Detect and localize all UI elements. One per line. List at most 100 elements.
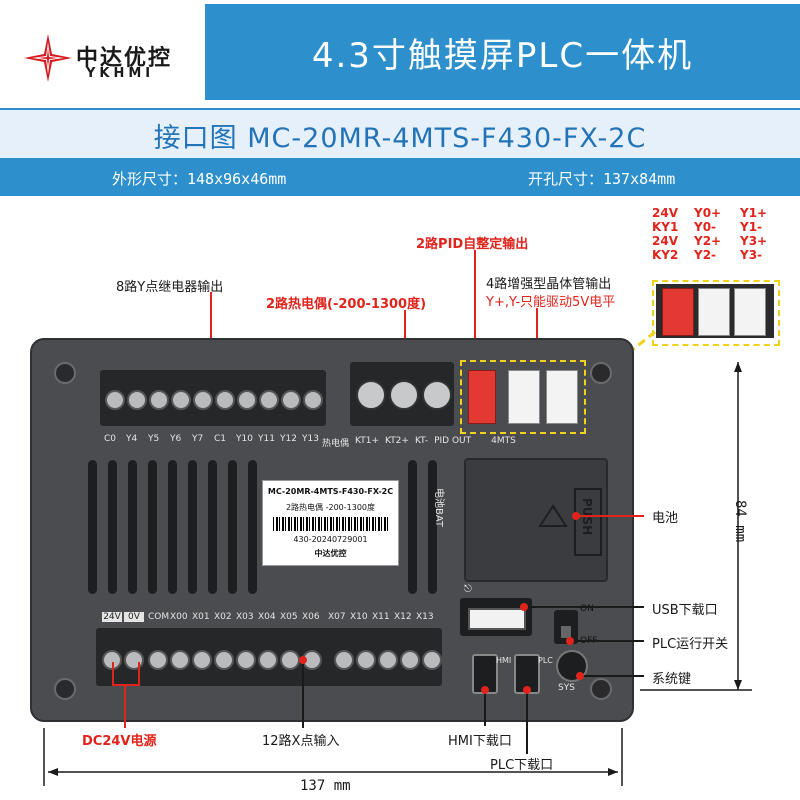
callout-power-bracket — [112, 662, 140, 686]
terminal-screw[interactable] — [259, 390, 279, 410]
terminal-label: X00 — [170, 612, 188, 622]
terminal-label: C0 — [104, 434, 117, 444]
terminal-label: X06 — [302, 612, 320, 622]
callout-battery-line — [576, 515, 644, 517]
terminal-screw[interactable] — [149, 390, 169, 410]
terminal-screw[interactable] — [236, 650, 256, 670]
terminal-label: X02 — [214, 612, 232, 622]
callout-hmi-line — [484, 690, 486, 726]
terminal-label: Y12 — [280, 434, 297, 444]
callout-dc-power: DC24V电源 — [82, 734, 157, 749]
terminal-screw[interactable] — [258, 650, 278, 670]
terminal-screw[interactable] — [237, 390, 257, 410]
hmi-port-label: HMI — [496, 656, 512, 665]
callout-battery: 电池 — [652, 511, 679, 526]
terminal-screw[interactable] — [378, 650, 398, 670]
mid-label: KT1+ — [355, 436, 379, 446]
product-label-brand: 中达优控 — [314, 549, 347, 558]
usb-port[interactable] — [468, 608, 526, 630]
screw-icon — [590, 678, 612, 700]
terminal-screw[interactable] — [171, 390, 191, 410]
terminal-label: X12 — [394, 612, 412, 622]
usb-symbol-icon: ⎋ — [464, 584, 472, 595]
terminal-label: 24V — [102, 612, 122, 622]
header: 中达优控 YKHMI 4.3寸触摸屏PLC一体机 — [0, 0, 800, 110]
mid-label: 4MTS — [491, 436, 516, 446]
vent-slot — [108, 460, 117, 594]
callout-power-line — [124, 684, 126, 728]
callout-syskey-line — [580, 675, 644, 677]
pid-transistor-highlight — [460, 360, 586, 434]
pin-legend-row: KY1 Y0- Y1- — [652, 220, 800, 234]
terminal-screw[interactable] — [214, 650, 234, 670]
terminal-screw[interactable] — [170, 650, 190, 670]
terminal-label: X01 — [192, 612, 210, 622]
callout-plc-port: PLC下载口 — [490, 758, 554, 773]
callout-plc-switch: PLC运行开关 — [652, 637, 729, 652]
terminal-screw[interactable] — [422, 650, 442, 670]
terminal-screw[interactable] — [193, 390, 213, 410]
callout-plc-dot — [523, 686, 531, 694]
product-label: MC-20MR-4MTS-F430-FX-2C 2路热电偶 -200-1300度… — [262, 480, 399, 566]
pin-label: 24V — [652, 206, 678, 220]
terminal-screw[interactable] — [400, 650, 420, 670]
vent-slot — [148, 460, 157, 594]
terminal-screw[interactable] — [356, 650, 376, 670]
callout-battery-dot — [572, 512, 580, 520]
model-line: 接口图 MC-20MR-4MTS-F430-FX-2C — [0, 108, 800, 160]
terminal-screw[interactable] — [192, 650, 212, 670]
terminal-screw[interactable] — [281, 390, 301, 410]
thermocouple-screw[interactable] — [422, 380, 452, 410]
zoom-red-connector — [662, 288, 694, 336]
terminal-screw[interactable] — [215, 390, 235, 410]
push-arrow-icon — [538, 504, 568, 527]
thermocouple-screw[interactable] — [389, 380, 419, 410]
terminal-label: Y6 — [170, 434, 182, 444]
transistor-connector[interactable] — [546, 370, 578, 424]
callout-x-input: 12路X点输入 — [262, 734, 340, 749]
callout-syskey-dot — [576, 672, 584, 680]
thermocouple-screw[interactable] — [356, 380, 386, 410]
product-label-spec: 2路热电偶 -200-1300度 — [285, 503, 376, 512]
pin-label: Y3- — [740, 248, 763, 262]
brand-logo: 中达优控 YKHMI — [0, 4, 200, 100]
zoom-white-connector — [734, 288, 766, 336]
pin-label: Y0+ — [694, 206, 722, 220]
terminal-label: X03 — [236, 612, 254, 622]
terminal-screw[interactable] — [148, 650, 168, 670]
vent-slot — [208, 460, 217, 594]
product-label-serial: 430-20240729001 — [293, 535, 368, 544]
pin-legend-row: 24V Y2+ Y3+ — [652, 234, 800, 248]
terminal-label: X05 — [280, 612, 298, 622]
switch-on-label: ON — [580, 604, 594, 614]
mid-label: KT- — [414, 436, 429, 446]
brand-name-cn: 中达优控 — [76, 46, 173, 71]
vent-slot — [88, 460, 97, 594]
relay-terminal-labels: C0 Y4 Y5 Y6 Y7 C1 Y10 Y11 Y12 Y13 — [104, 434, 330, 444]
transistor-connector[interactable] — [508, 370, 540, 424]
pid-output-connector[interactable] — [468, 370, 496, 424]
pin-label: KY2 — [652, 248, 679, 262]
callout-plc-line — [526, 690, 528, 754]
brand-star-icon — [24, 34, 72, 82]
mid-label: KT2+ — [384, 436, 409, 446]
relay-terminal-block — [100, 370, 326, 426]
terminal-screw[interactable] — [105, 390, 125, 410]
terminal-screw[interactable] — [303, 390, 323, 410]
pin-label: Y3+ — [740, 234, 768, 248]
screw-icon — [590, 362, 612, 384]
plc-device: C0 Y4 Y5 Y6 Y7 C1 Y10 Y11 Y12 Y13 热电偶 KT… — [30, 338, 634, 722]
switch-lever — [561, 626, 571, 638]
terminal-screw[interactable] — [127, 390, 147, 410]
pin-label: 24V — [652, 234, 678, 248]
ventilation-grille — [88, 452, 448, 602]
width-dimension: 137 mm — [296, 778, 355, 794]
terminal-label: Y11 — [258, 434, 275, 444]
terminal-screw[interactable] — [334, 650, 354, 670]
vent-slot — [408, 460, 417, 594]
callout-usb-line — [524, 606, 644, 608]
battery-cover[interactable]: PUSH — [464, 458, 608, 582]
plc-port-label: PLC — [538, 656, 553, 665]
terminal-label: Y7 — [192, 434, 204, 444]
